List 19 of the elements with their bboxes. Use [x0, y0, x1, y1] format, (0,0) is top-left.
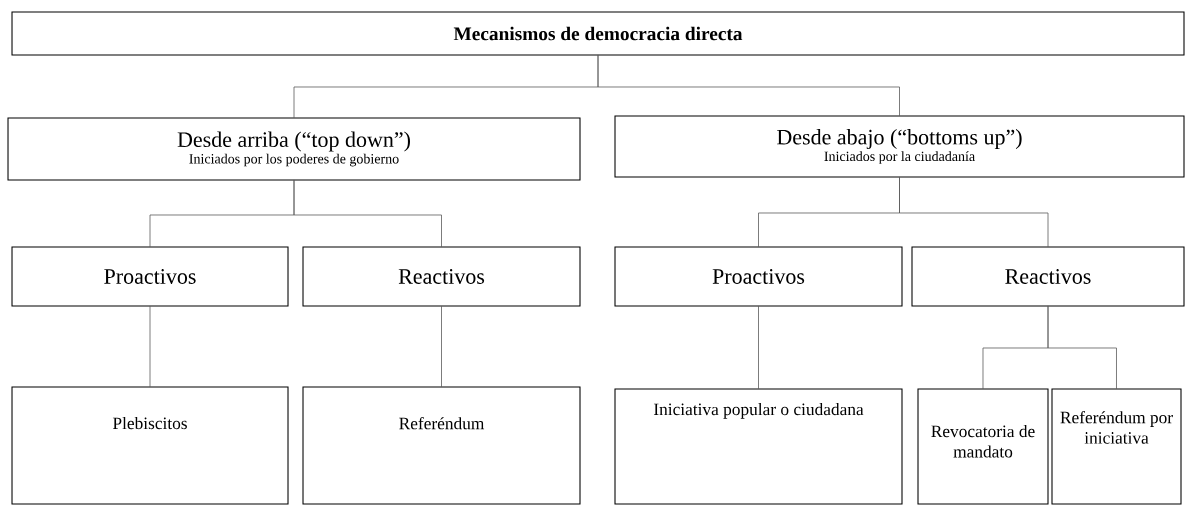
connector-line	[149, 305, 151, 388]
mechanism-box: Revocatoria de mandato	[917, 388, 1049, 505]
connector-line	[758, 305, 759, 390]
type-box: Reactivos	[911, 246, 1185, 307]
mechanism-box: Iniciativa popular o ciudadana	[614, 388, 903, 505]
connector-line	[1047, 305, 1117, 390]
type-box: Proactivos	[11, 246, 289, 307]
category-box: Desde arriba (“top down”) Iniciados por los poderes de gobierno	[7, 117, 581, 181]
mechanism-box: Referéndum	[302, 386, 581, 505]
mechanism-box: Plebiscitos	[11, 386, 289, 505]
mechanism-box: Referéndum por iniciativa	[1051, 388, 1182, 505]
title-box: Mecanismos de democracia directa	[11, 11, 1185, 56]
connector-line	[899, 176, 1049, 248]
type-box: Proactivos	[614, 246, 903, 307]
connector-line	[293, 179, 442, 248]
connector-line	[441, 305, 442, 388]
category-box: Desde abajo (“bottoms up”) Iniciados por la ciudadanía	[614, 115, 1185, 178]
connector-line	[597, 54, 900, 117]
type-box: Reactivos	[302, 246, 581, 307]
